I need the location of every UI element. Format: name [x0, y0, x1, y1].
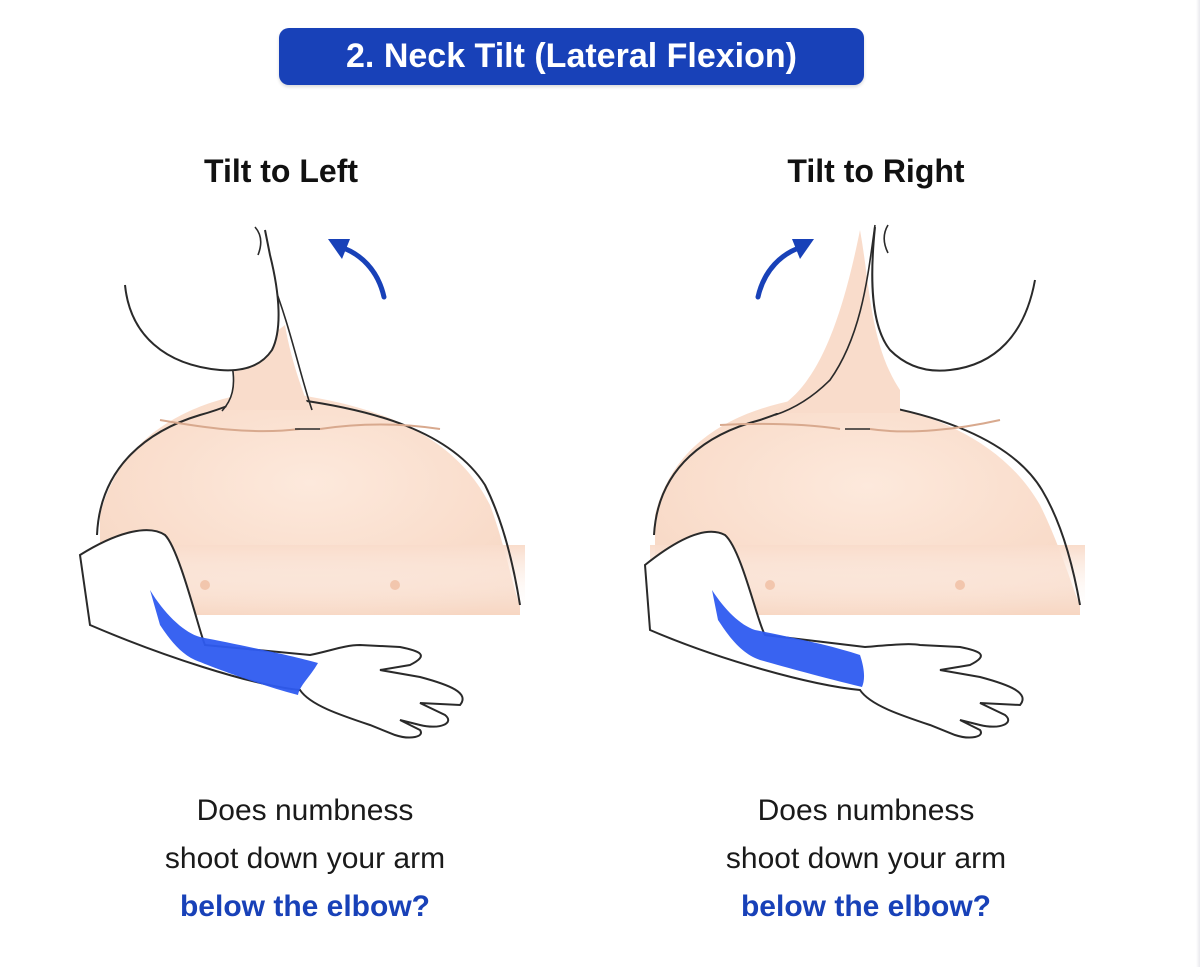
illustration-tilt-right: [570, 215, 1130, 760]
curved-arrow-right-icon: [755, 239, 814, 300]
caption-emphasis: below the elbow?: [740, 890, 991, 923]
caption-tilt-right: Does numbness shoot down your arm below …: [646, 787, 1086, 931]
caption-line-1: Does numbness: [196, 794, 414, 827]
arm: [78, 529, 464, 739]
caption-tilt-left: Does numbness shoot down your arm below …: [85, 787, 525, 931]
section-title: 2. Neck Tilt (Lateral Flexion): [346, 37, 797, 75]
head: [124, 229, 280, 372]
neck: [770, 230, 900, 413]
curved-arrow-left-icon: [328, 239, 387, 300]
arm: [643, 530, 1024, 739]
caption-line-2: shoot down your arm: [164, 842, 446, 875]
caption-emphasis: below the elbow?: [179, 890, 430, 923]
caption-line-1: Does numbness: [757, 794, 975, 827]
numbness-highlight: [712, 590, 865, 687]
illustration-tilt-left: [0, 215, 560, 760]
frame-edge: [1196, 0, 1200, 967]
panel-heading-tilt-left: Tilt to Left: [203, 153, 359, 189]
head: [871, 226, 1036, 372]
section-title-banner: 2. Neck Tilt (Lateral Flexion): [279, 28, 864, 85]
neck: [225, 325, 310, 410]
panel-heading-tilt-right: Tilt to Right: [787, 153, 965, 189]
caption-line-2: shoot down your arm: [725, 842, 1007, 875]
numbness-highlight: [150, 590, 318, 695]
